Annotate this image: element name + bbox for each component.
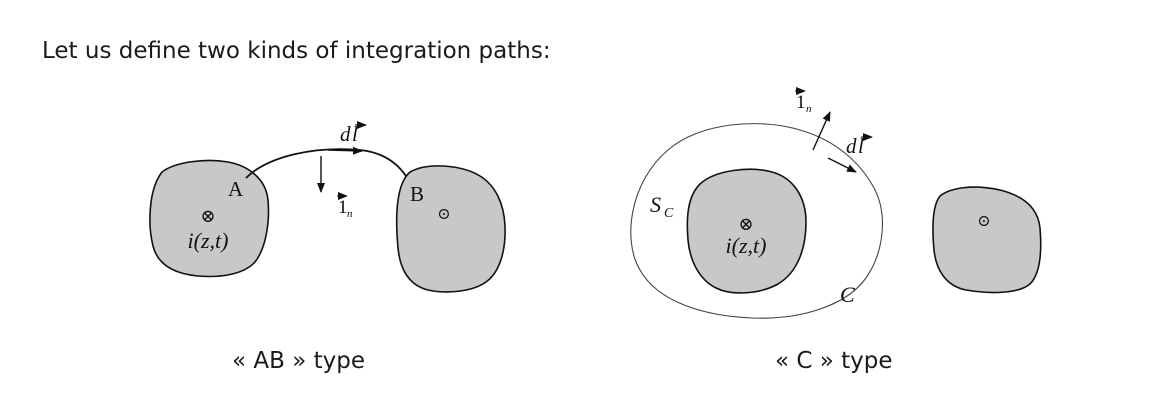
svg-text:n: n <box>347 208 353 220</box>
c-dl-label: d l <box>846 133 873 158</box>
svg-text:d: d <box>846 134 857 158</box>
svg-text:l: l <box>858 134 864 158</box>
c-contour-label: C <box>840 282 855 307</box>
c-normal-label: 1 n <box>795 87 812 115</box>
ab-path <box>245 148 407 179</box>
c-inner-conductor <box>686 168 807 294</box>
ab-normal-label: 1 n <box>337 192 353 220</box>
svg-text:l: l <box>352 122 358 146</box>
c-out-of-page-icon: ⊙ <box>977 213 990 230</box>
c-dl-arrow <box>827 157 857 173</box>
ab-type-caption: « AB » type <box>232 348 365 374</box>
heading: Let us define two kinds of integration p… <box>42 38 551 64</box>
svg-text:1: 1 <box>796 92 806 113</box>
svg-text:n: n <box>806 103 812 115</box>
svg-text:C: C <box>664 206 674 221</box>
ab-point-b-label: B <box>410 182 424 206</box>
c-normal-arrow <box>812 111 831 151</box>
c-into-page-icon: ⊗ <box>738 214 753 234</box>
ab-current-label: i(z,t) <box>188 228 229 253</box>
c-contour <box>630 123 883 319</box>
ab-point-a-label: A <box>228 177 244 201</box>
ab-left-conductor <box>149 159 270 278</box>
ab-dl-arrow <box>327 146 363 155</box>
ab-dl-label: d l <box>340 121 367 146</box>
c-type-caption: « C » type <box>775 348 893 374</box>
c-diagram: 1 n d l S C C ⊗ i(z,t) ⊙ <box>630 87 1042 319</box>
ab-out-of-page-icon: ⊙ <box>437 206 450 223</box>
ab-into-page-icon: ⊗ <box>200 206 215 226</box>
ab-diagram: A B d l 1 n ⊗ i(z,t) ⊙ <box>149 121 506 293</box>
svg-text:d: d <box>340 122 351 146</box>
c-isolated-conductor <box>932 186 1042 294</box>
ab-right-conductor <box>395 165 506 293</box>
svg-text:S: S <box>650 192 661 217</box>
c-current-label: i(z,t) <box>726 233 767 258</box>
c-surface-label: S C <box>650 192 674 221</box>
svg-text:1: 1 <box>338 197 348 218</box>
